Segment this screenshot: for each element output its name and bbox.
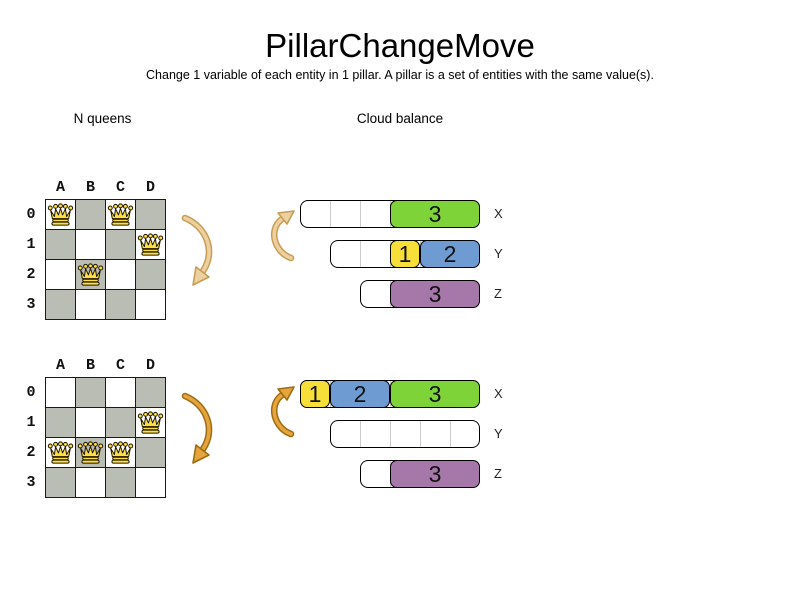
queen-icon (77, 263, 104, 286)
cloud-before-process-3: 3 (390, 200, 480, 228)
column-header-b: B (85, 357, 95, 374)
board-cell-b2 (76, 260, 105, 289)
slot-divider (449, 421, 451, 447)
computer-label-y: Y (494, 246, 503, 261)
cloud-after-computer-y (330, 420, 480, 448)
board-cell-b2 (76, 438, 105, 467)
cloud-before-process-3: 3 (390, 280, 480, 308)
queens-board-before (45, 199, 166, 320)
computer-label-z: Z (494, 286, 502, 301)
computer-label-x: X (494, 206, 503, 221)
board-cell-c3 (106, 468, 135, 497)
slot-divider (419, 421, 421, 447)
row-header-2: 2 (26, 444, 36, 461)
slot-divider (359, 201, 361, 227)
board-cell-a0 (46, 378, 75, 407)
column-header-a: A (55, 357, 65, 374)
board-cell-d0 (136, 378, 165, 407)
computer-label-z: Z (494, 466, 502, 481)
queens-board-after (45, 377, 166, 498)
row-header-2: 2 (26, 266, 36, 283)
board-cell-a1 (46, 230, 75, 259)
queens-move-arrow-before-icon (181, 214, 213, 286)
board-cell-b3 (76, 468, 105, 497)
page-title: PillarChangeMove (265, 27, 535, 64)
cloud-before-process-2: 2 (420, 240, 480, 268)
board-cell-d0 (136, 200, 165, 229)
column-header-d: D (145, 179, 155, 196)
column-header-c: C (115, 179, 125, 196)
row-header-1: 1 (26, 414, 36, 431)
board-cell-c0 (106, 200, 135, 229)
board-cell-a0 (46, 200, 75, 229)
computer-label-x: X (494, 386, 503, 401)
board-cell-a3 (46, 468, 75, 497)
cloud-after-process-1: 1 (300, 380, 330, 408)
board-cell-b1 (76, 408, 105, 437)
board-cell-d2 (136, 260, 165, 289)
queen-icon (47, 203, 74, 226)
slot-divider (389, 421, 391, 447)
queen-icon (137, 233, 164, 256)
queens-move-arrow-after-icon (181, 392, 213, 464)
board-cell-b1 (76, 230, 105, 259)
row-header-3: 3 (26, 474, 36, 491)
nqueens-heading: N queens (73, 111, 132, 126)
board-cell-d3 (136, 290, 165, 319)
board-cell-c1 (106, 408, 135, 437)
queen-icon (77, 441, 104, 464)
board-cell-c3 (106, 290, 135, 319)
board-cell-c2 (106, 260, 135, 289)
queen-icon (47, 441, 74, 464)
board-cell-b0 (76, 378, 105, 407)
cloud-before-process-1: 1 (390, 240, 420, 268)
column-header-a: A (55, 179, 65, 196)
board-cell-d2 (136, 438, 165, 467)
board-cell-b3 (76, 290, 105, 319)
column-header-b: B (85, 179, 95, 196)
board-cell-a1 (46, 408, 75, 437)
queen-icon (137, 411, 164, 434)
column-header-c: C (115, 357, 125, 374)
cloud-after-process-3: 3 (390, 380, 480, 408)
queen-icon (107, 441, 134, 464)
slot-divider (329, 201, 331, 227)
slot-divider (359, 241, 361, 267)
row-header-3: 3 (26, 296, 36, 313)
board-cell-a3 (46, 290, 75, 319)
queen-icon (107, 203, 134, 226)
row-header-0: 0 (26, 384, 36, 401)
cloud-after-process-3: 3 (390, 460, 480, 488)
board-cell-d3 (136, 468, 165, 497)
cloud-after-process-2: 2 (330, 380, 390, 408)
slot-divider (359, 421, 361, 447)
board-cell-a2 (46, 260, 75, 289)
board-cell-a2 (46, 438, 75, 467)
column-header-d: D (145, 357, 155, 374)
row-header-0: 0 (26, 206, 36, 223)
computer-label-y: Y (494, 426, 503, 441)
cloud-move-arrow-after-icon (270, 386, 295, 438)
board-cell-c0 (106, 378, 135, 407)
board-cell-d1 (136, 230, 165, 259)
board-cell-c1 (106, 230, 135, 259)
row-header-1: 1 (26, 236, 36, 253)
board-cell-d1 (136, 408, 165, 437)
board-cell-b0 (76, 200, 105, 229)
cloud-move-arrow-before-icon (270, 210, 295, 262)
page-subtitle: Change 1 variable of each entity in 1 pi… (146, 68, 654, 82)
board-cell-c2 (106, 438, 135, 467)
cloud-balance-heading: Cloud balance (356, 111, 444, 126)
